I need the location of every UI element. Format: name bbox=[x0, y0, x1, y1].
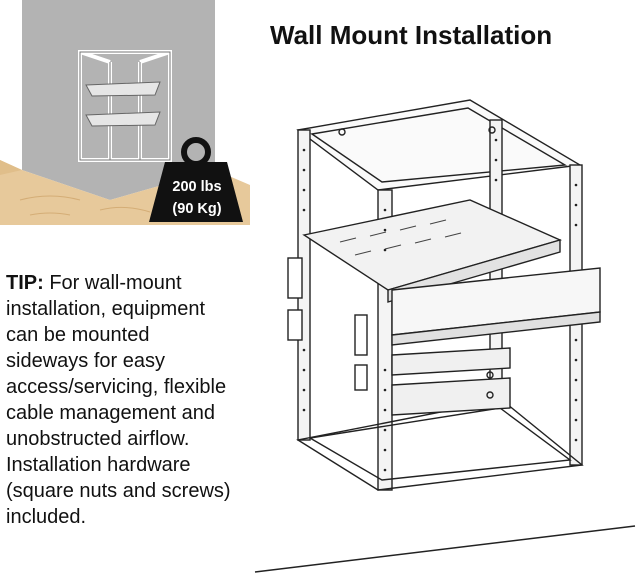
page-title: Wall Mount Installation bbox=[270, 20, 553, 50]
wall-mount-thumbnail bbox=[0, 0, 250, 225]
weight-capacity: 200 lbs (90 Kg) bbox=[158, 176, 236, 220]
weight-icon bbox=[149, 137, 243, 222]
floor-line bbox=[254, 525, 636, 573]
rack-diagram bbox=[287, 99, 601, 491]
weight-lbs: 200 lbs bbox=[172, 179, 222, 195]
weight-kg: (90 Kg) bbox=[172, 201, 222, 217]
tip-body: For wall-mount installation, equipment c… bbox=[6, 272, 231, 528]
tip-label: TIP: bbox=[6, 272, 44, 294]
tip-text: TIP: For wall-mount installation, equipm… bbox=[6, 270, 236, 530]
